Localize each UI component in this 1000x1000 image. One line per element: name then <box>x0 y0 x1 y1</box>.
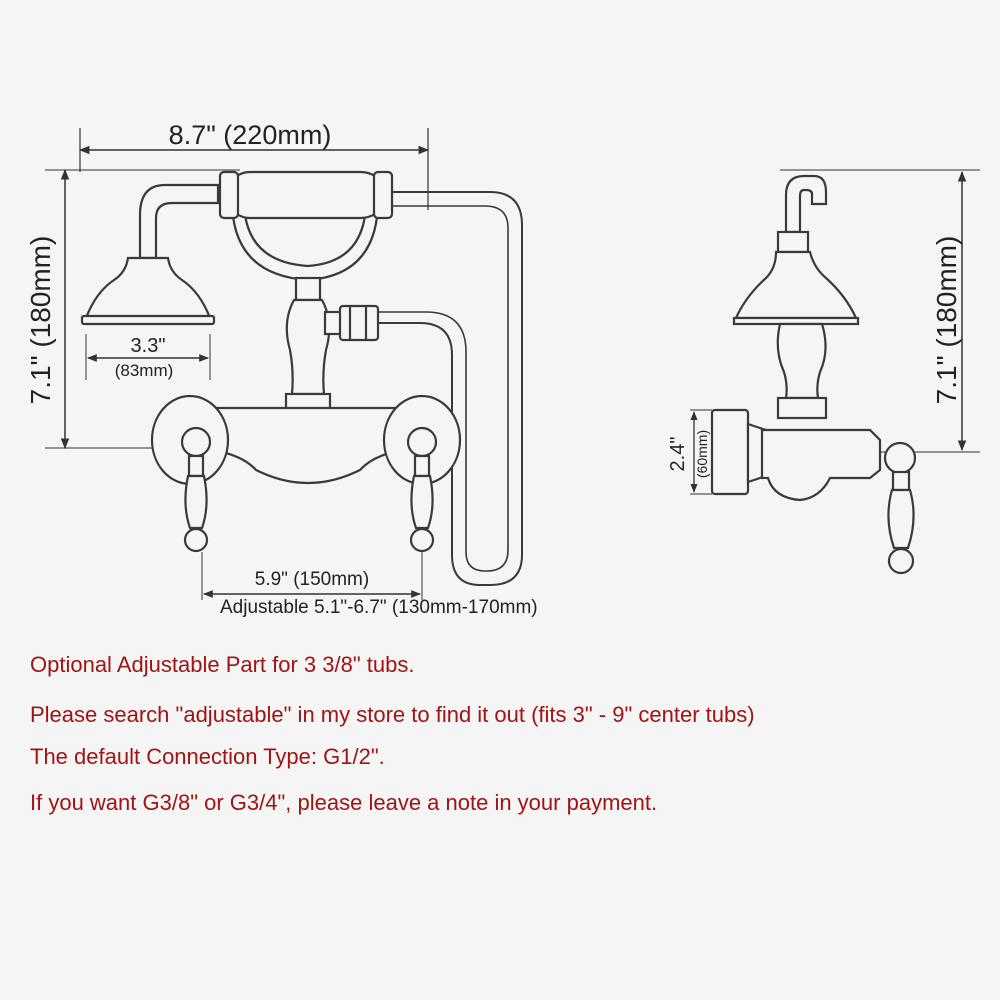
adjustable-range-label: Adjustable 5.1"-6.7" (130mm-170mm) <box>220 597 538 618</box>
front-view <box>45 128 523 600</box>
width-label: 8.7" (220mm) <box>169 120 332 150</box>
note-optional-part: Optional Adjustable Part for 3 3/8" tubs… <box>30 652 415 677</box>
height-label-side: 7.1" (180mm) <box>931 236 962 405</box>
height-label-front: 7.1" (180mm) <box>25 236 56 405</box>
note-other-connection: If you want G3/8" or G3/4", please leave… <box>30 790 658 815</box>
center-spacing-label: 5.9" (150mm) <box>255 569 369 590</box>
handset-handle <box>230 170 382 220</box>
left-lever-handle <box>180 426 212 553</box>
head-diameter-label: 3.3" <box>131 335 166 357</box>
note-search-adjustable: Please search "adjustable" in my store t… <box>30 702 755 727</box>
wall-plate-label: 2.4" <box>667 437 689 472</box>
riser <box>285 298 331 396</box>
hose <box>378 191 523 586</box>
faucet-dimension-diagram: 8.7" (220mm) 7.1" (180mm) 3.3" (83mm) 5.… <box>25 120 980 618</box>
right-lever-handle <box>406 426 438 553</box>
head-diameter-mm-label: (83mm) <box>115 361 174 380</box>
wall-plate-mm-label: (60mm) <box>694 430 710 478</box>
handset-arm <box>138 183 220 260</box>
note-default-connection: The default Connection Type: G1/2". <box>30 744 385 769</box>
wall-plate-side <box>710 408 750 496</box>
side-view <box>690 169 980 575</box>
shower-head <box>84 256 212 320</box>
